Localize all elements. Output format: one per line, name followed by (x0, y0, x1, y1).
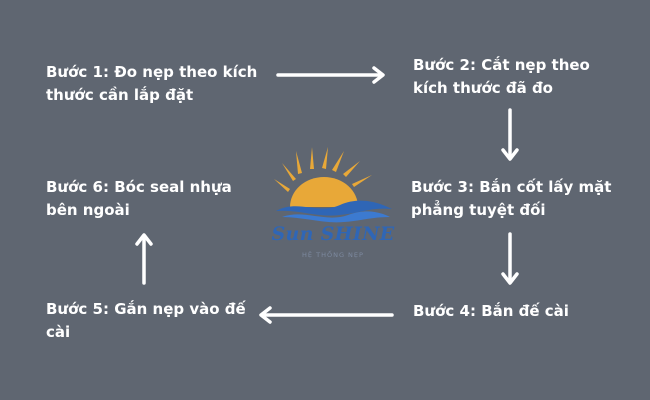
step-6-text: Bước 6: Bóc seal nhựa bên ngoài (46, 178, 232, 219)
sunshine-logo: Sun SHINE HỆ THỐNG NẸP (268, 145, 398, 270)
step-5-text: Bước 5: Gắn nẹp vào đế cài (46, 300, 246, 341)
step-2-text: Bước 2: Cắt nẹp theo kích thước đã đo (413, 56, 590, 97)
logo-tagline: HỆ THỐNG NẸP (302, 251, 364, 259)
arrow-up-icon (135, 233, 153, 285)
arrow-right-icon (276, 66, 385, 84)
arrow-down-icon (501, 108, 519, 161)
step-3-text: Bước 3: Bắn cốt lấy mặt phẳng tuyệt đối (411, 178, 612, 219)
step-4-text: Bước 4: Bắn đế cài (413, 302, 569, 320)
step-1-text: Bước 1: Đo nẹp theo kích thước cần lắp đ… (46, 63, 258, 104)
arrow-left-icon (259, 306, 394, 324)
sun-wave-icon (274, 147, 392, 223)
logo-name: Sun SHINE (271, 223, 395, 245)
arrow-down-icon (501, 232, 519, 285)
